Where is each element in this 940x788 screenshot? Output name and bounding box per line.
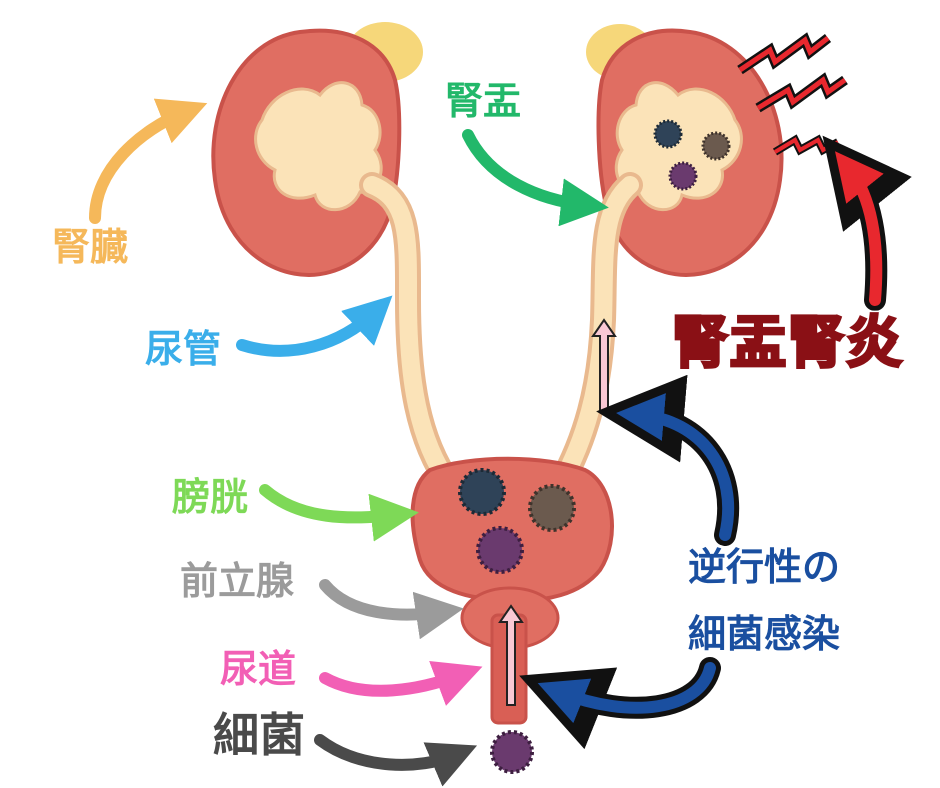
ureters xyxy=(359,172,643,498)
bladder-label: 膀胱 xyxy=(169,475,251,519)
bacteria-icon xyxy=(458,119,731,774)
kidney-label: 腎臓 xyxy=(49,225,131,269)
left-kidney xyxy=(211,22,423,277)
renal-pelvis-label: 腎盂 xyxy=(442,79,524,123)
retrograde-label-line1: 逆行性の xyxy=(685,545,843,589)
disease-label: 腎盂腎炎 xyxy=(671,311,904,376)
urethra-label: 尿道 xyxy=(217,647,299,691)
right-kidney xyxy=(586,24,784,277)
ureter-label: 尿管 xyxy=(142,327,224,371)
prostate-label: 前立腺 xyxy=(177,559,297,603)
bacteria-label: 細菌 xyxy=(210,708,308,762)
retrograde-label-line2: 細菌感染 xyxy=(685,612,843,656)
arrow-icon xyxy=(89,98,912,787)
